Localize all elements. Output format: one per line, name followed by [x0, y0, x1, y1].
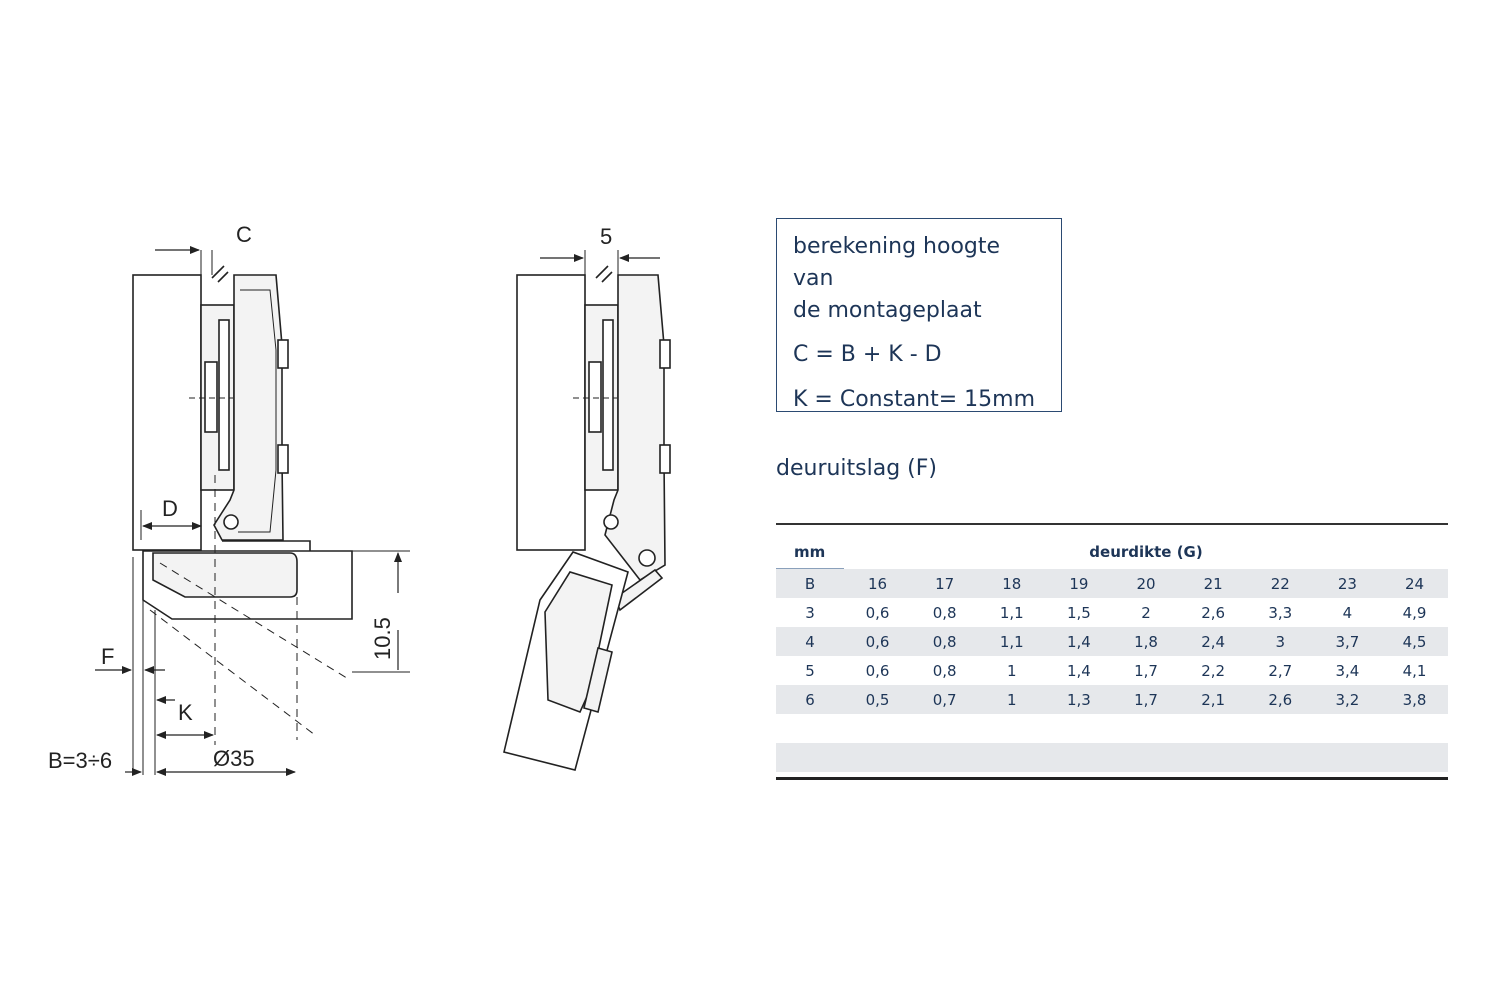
table-cell: 1,4 [1066, 632, 1091, 651]
unit-label: mm [794, 543, 826, 561]
door-thickness-label: deurdikte (G) [1089, 543, 1203, 561]
row-b-value: 5 [805, 661, 815, 680]
table-cell: 1,8 [1134, 632, 1158, 651]
formula-title-line2: de montageplaat [793, 298, 982, 323]
table-cell: 1,1 [999, 632, 1024, 651]
column-header: 22 [1270, 574, 1290, 593]
table-row: 4 0,6 0,8 1,1 1,4 1,8 2,4 3 3,7 4,5 [776, 627, 1448, 656]
table-empty-row [776, 743, 1448, 772]
table-cell: 0,8 [932, 603, 957, 622]
closed-hinge-view [132, 250, 410, 775]
label-height: 10.5 [370, 617, 395, 660]
column-header: 21 [1203, 574, 1223, 593]
table-cell: 2,1 [1201, 690, 1226, 709]
table-cell: 3 [1275, 632, 1286, 651]
unit-underline [776, 568, 844, 569]
row-b-value: 3 [805, 603, 815, 622]
table-cell: 2,2 [1201, 661, 1226, 680]
table-top-rule [776, 523, 1448, 525]
cabinet-side-panel [132, 274, 202, 551]
table-title: deuruitslag (F) [776, 456, 938, 481]
table-cell: 3,3 [1268, 603, 1293, 622]
column-header: 16 [867, 574, 888, 593]
dimension-lines-left [95, 246, 402, 776]
column-header: 20 [1136, 574, 1156, 593]
table-cell: 0,8 [932, 632, 957, 651]
table-cell: 1 [1006, 661, 1017, 680]
table-cell: 2,7 [1268, 661, 1293, 680]
table-cell: 0,7 [932, 690, 957, 709]
table-cell: 2,4 [1201, 632, 1226, 651]
table-header: mm deurdikte (G) [776, 525, 1448, 569]
row-b-value: 4 [805, 632, 815, 651]
label-diameter: Ø35 [213, 746, 255, 771]
table-cell: 2 [1141, 603, 1151, 622]
row-header-cell: B [804, 574, 816, 593]
column-header: 23 [1337, 574, 1357, 593]
table-cell: 4,5 [1402, 632, 1427, 651]
label-c: C [236, 222, 252, 247]
label-b-range: B=3÷6 [48, 748, 112, 773]
table-cell: 1,1 [999, 603, 1024, 622]
table-row: 5 0,6 0,8 1 1,4 1,7 2,2 2,7 3,4 4,1 [776, 656, 1448, 685]
column-header: 24 [1404, 574, 1425, 593]
table-cell: 3,8 [1402, 690, 1427, 709]
formula-c: C = B + K - D [793, 342, 942, 367]
table-row: 6 0,5 0,7 1 1,3 1,7 2,1 2,6 3,2 3,8 [776, 685, 1448, 714]
table-spacer-row [776, 714, 1448, 743]
table-cell: 0,6 [865, 603, 890, 622]
hinge-arm [213, 274, 284, 541]
label-offset: 5 [600, 224, 612, 249]
label-f: F [101, 644, 114, 669]
column-header-row: B 16 17 18 19 20 21 22 23 24 [776, 569, 1448, 598]
table-cell: 3,7 [1335, 632, 1360, 651]
table-cell: 1,7 [1134, 690, 1158, 709]
open-hinge-view [503, 250, 671, 771]
table-cell: 1,7 [1134, 661, 1158, 680]
row-b-value: 6 [805, 690, 815, 709]
label-d: D [162, 496, 178, 521]
column-header: 17 [935, 574, 955, 593]
cabinet-side-panel-2 [516, 274, 586, 551]
door-overlay-table: mm deurdikte (G) B 16 17 18 19 20 21 22 … [776, 523, 1448, 780]
label-k: K [178, 700, 193, 725]
mounting-plate-formula-box: berekening hoogte van de montageplaat C … [776, 218, 1062, 412]
table-cell: 0,5 [865, 690, 890, 709]
table-row: 3 0,6 0,8 1,1 1,5 2 2,6 3,3 4 4,9 [776, 598, 1448, 627]
table-bottom-rule [776, 777, 1448, 780]
formula-title-line1: berekening hoogte van [793, 234, 1001, 291]
table-cell: 2,6 [1201, 603, 1226, 622]
table-cell: 4,1 [1402, 661, 1427, 680]
table-cell: 4,9 [1402, 603, 1427, 622]
table-cell: 0,6 [865, 661, 890, 680]
table-cell: 4 [1342, 603, 1353, 622]
table-cell: 2,6 [1268, 690, 1293, 709]
column-header: 19 [1069, 574, 1089, 593]
table-cell: 1,3 [1066, 690, 1091, 709]
table-cell: 3,4 [1335, 661, 1360, 680]
table-cell: 1,5 [1066, 603, 1091, 622]
table-cell: 0,8 [932, 661, 957, 680]
formula-k: K = Constant= 15mm [793, 387, 1036, 412]
hinge-technical-drawing: C D F K Ø35 B=3÷6 10.5 5 [48, 222, 671, 776]
table-cell: 1,4 [1066, 661, 1091, 680]
table-cell: 3,2 [1335, 690, 1360, 709]
hinge-cup [152, 552, 298, 598]
table-cell: 1 [1006, 690, 1017, 709]
column-header: 18 [1002, 574, 1022, 593]
table-cell: 0,6 [865, 632, 890, 651]
